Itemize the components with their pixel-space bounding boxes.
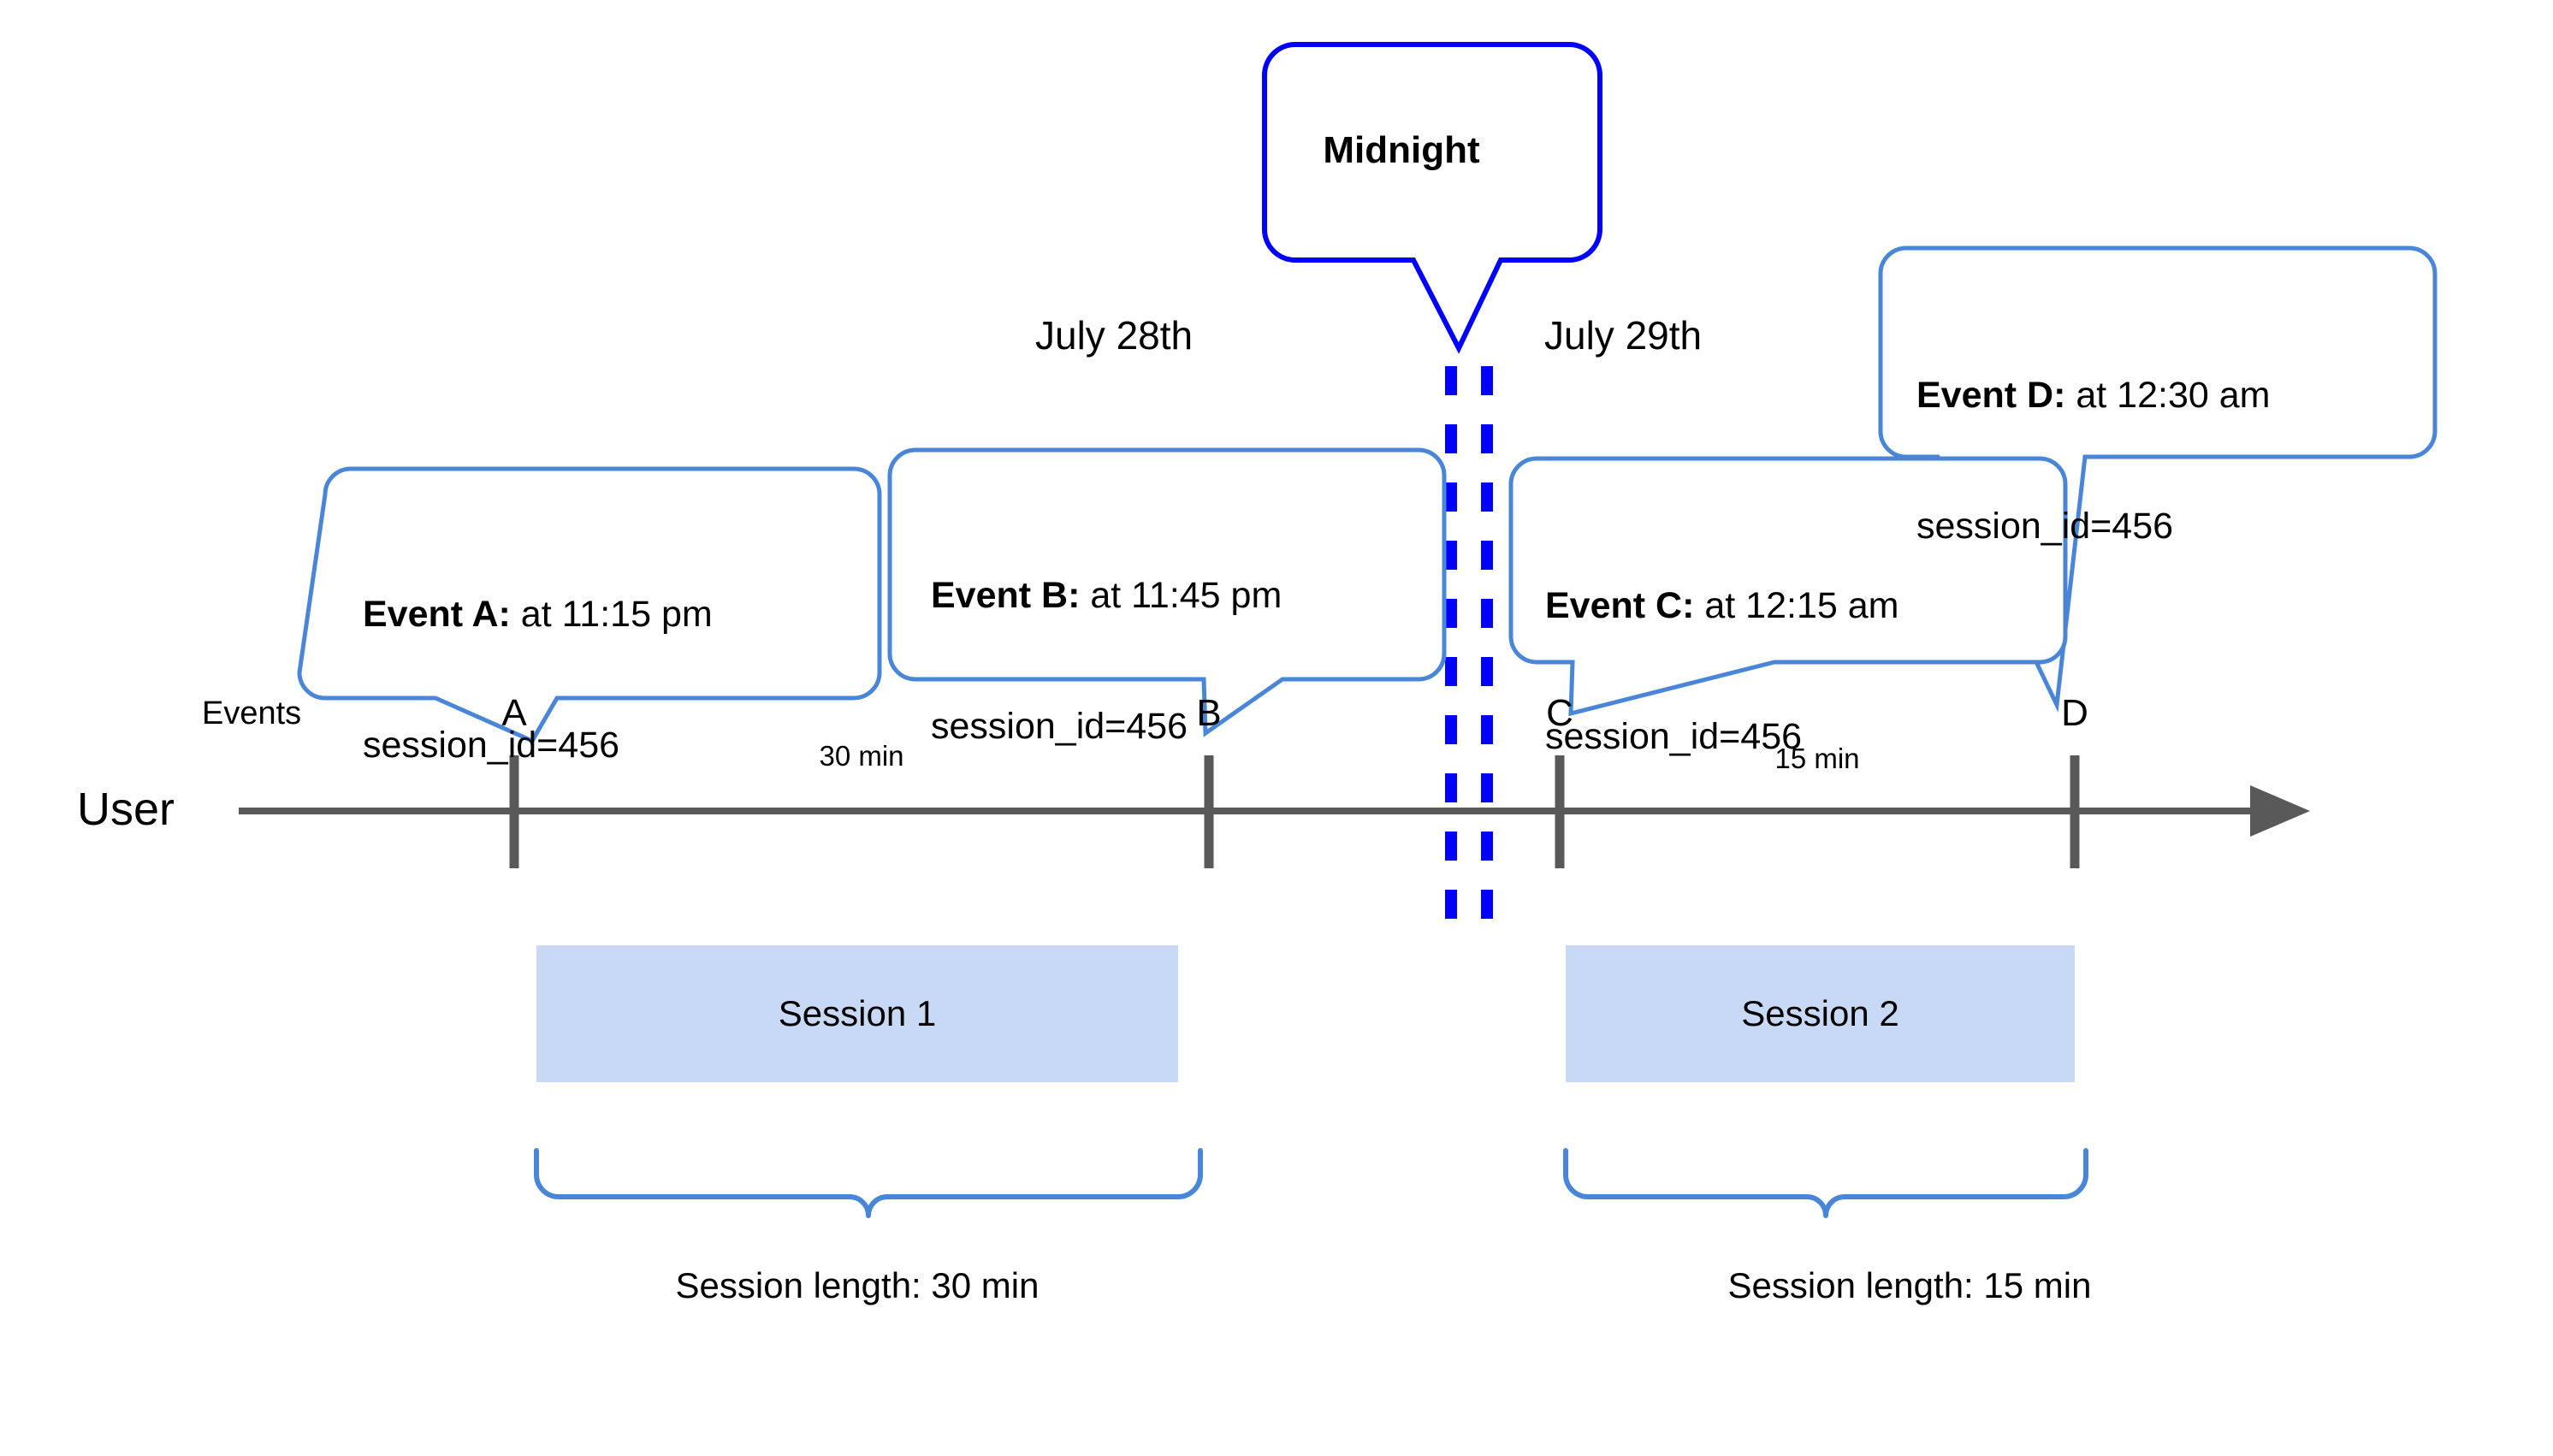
marker-label-c: C — [1546, 692, 1573, 734]
event-c-line-2: session_id=456 — [1545, 715, 1803, 757]
event-d-line-1: Event D: at 12:30 am — [1916, 374, 2270, 417]
event-d-rest: at 12:30 am — [2065, 375, 2271, 417]
event-c-rest: at 12:15 am — [1694, 585, 1899, 627]
event-b-callout-text: Event B: at 11:45 pm session_id=456 — [931, 488, 1282, 835]
event-b-line-2: session_id=456 — [931, 705, 1188, 747]
event-b-line-1: Event B: at 11:45 pm — [931, 574, 1282, 618]
lane-label-user: User — [77, 784, 175, 835]
event-c-line-1: Event C: at 12:15 am — [1545, 584, 1898, 628]
event-a-bold: Event A: — [363, 594, 511, 636]
event-b-rest: at 11:45 pm — [1080, 575, 1282, 617]
event-a-line-2: session_id=456 — [363, 724, 620, 766]
event-c-callout-text: Event C: at 12:15 am session_id=456 — [1545, 498, 1898, 845]
midnight-callout-shape — [1262, 42, 1602, 354]
gap-label-ab: 30 min — [819, 740, 904, 772]
midnight-label: Midnight — [1323, 129, 1480, 171]
event-d-callout-text: Event D: at 12:30 am session_id=456 — [1916, 287, 2270, 635]
timeline-arrowhead — [2250, 785, 2310, 837]
midnight-dashed-lines — [1445, 366, 1493, 922]
event-a-rest: at 11:15 pm — [510, 594, 713, 636]
lane-label-events: Events — [202, 695, 302, 731]
date-label-july-28: July 28th — [1035, 313, 1194, 358]
session-2-bar: Session 2 — [1566, 945, 2075, 1082]
session-1-brace — [534, 1148, 1203, 1218]
session-1-length-label: Session length: 30 min — [675, 1265, 1040, 1305]
event-c-bold: Event C: — [1545, 585, 1695, 627]
session-1-bar: Session 1 — [536, 945, 1178, 1082]
event-a-callout-text: Event A: at 11:15 pm session_id=456 — [363, 506, 713, 854]
marker-label-d: D — [2061, 692, 2088, 734]
date-label-july-29: July 29th — [1544, 313, 1703, 358]
event-b-bold: Event B: — [931, 575, 1081, 617]
gap-label-cd: 15 min — [1774, 743, 1860, 774]
session-2-brace — [1563, 1148, 2088, 1218]
marker-label-a: A — [501, 692, 527, 734]
session-1-bar-label: Session 1 — [778, 993, 937, 1033]
event-a-line-1: Event A: at 11:15 pm — [363, 593, 713, 636]
session-2-bar-label: Session 2 — [1741, 993, 1899, 1033]
marker-label-b: B — [1196, 692, 1222, 734]
event-d-bold: Event D: — [1916, 375, 2066, 417]
session-2-length-label: Session length: 15 min — [1727, 1265, 2092, 1305]
event-d-line-2: session_id=456 — [1916, 505, 2174, 547]
